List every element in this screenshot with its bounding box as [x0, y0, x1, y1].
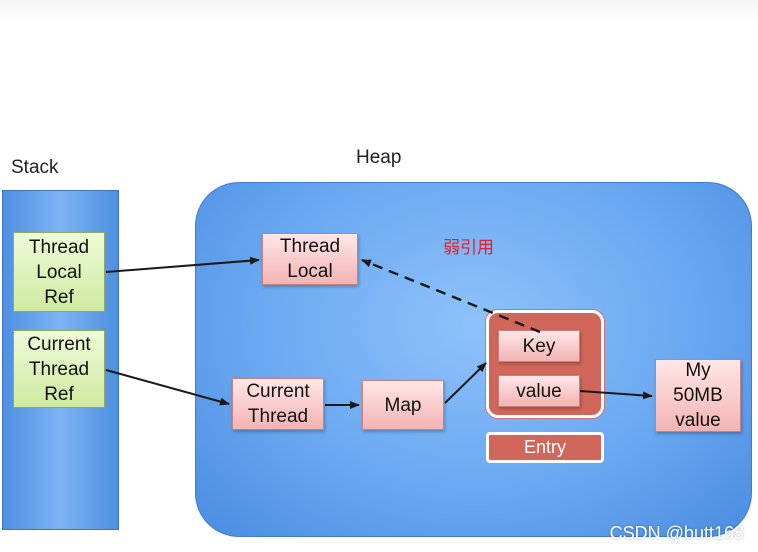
thread-local-ref-box: Thread Local Ref	[13, 232, 105, 312]
current-thread-box: Current Thread	[232, 378, 324, 430]
arrow-currentthreadref-to-currentthread	[105, 369, 230, 406]
top-bar	[0, 0, 758, 22]
watermark: CSDN @butt168	[609, 523, 744, 543]
weak-reference-label: 弱引用	[443, 238, 494, 257]
value-box: value	[498, 375, 580, 407]
current-thread-ref-box: Current Thread Ref	[13, 330, 105, 408]
stack-label: Stack	[11, 157, 59, 178]
my-50mb-value-box: My 50MB value	[655, 359, 741, 432]
map-box: Map	[362, 380, 444, 430]
dashed-weak-ref-arrow	[361, 258, 541, 334]
thread-local-box: Thread Local	[262, 233, 358, 285]
arrow-threadlocalref-to-threadlocal	[105, 256, 260, 273]
heap-label: Heap	[356, 147, 402, 168]
arrow-value-to-my50mbvalue	[579, 390, 653, 400]
entry-label-box: Entry	[486, 432, 604, 463]
arrow-map-to-entry	[444, 362, 487, 404]
